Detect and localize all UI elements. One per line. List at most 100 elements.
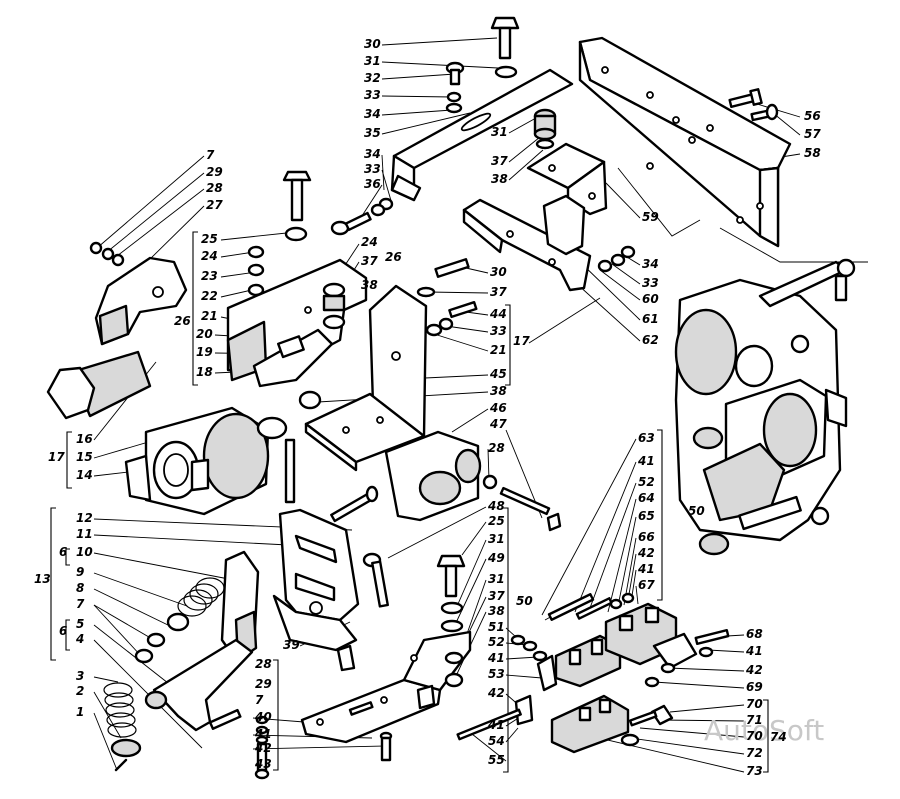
washer-33d — [438, 317, 454, 331]
bus-bar-35 — [390, 68, 574, 202]
nut-38 — [298, 390, 322, 410]
washer-65 — [609, 598, 623, 610]
callout-26: 26 — [174, 314, 191, 328]
callout-7: 7 — [206, 148, 215, 162]
callout-57: 57 — [804, 127, 821, 141]
washer-52 — [522, 640, 538, 652]
callout-56: 56 — [804, 109, 821, 123]
screw-56 — [728, 88, 763, 108]
nut-5 — [134, 648, 154, 664]
washer-23 — [247, 263, 265, 277]
contact-37 — [322, 282, 346, 330]
callout-10: 10 — [76, 545, 93, 559]
callout-47: 47 — [489, 417, 507, 431]
callout-37: 37 — [491, 154, 508, 168]
contact-bar-62 — [462, 198, 592, 292]
callout-49: 49 — [487, 551, 505, 565]
callout-21: 21 — [490, 343, 507, 357]
callout-8: 8 — [76, 581, 84, 595]
callout-48: 48 — [487, 499, 505, 513]
nut-60 — [597, 259, 613, 273]
callout-11: 11 — [76, 527, 93, 541]
spring-9 — [177, 577, 225, 617]
callout-51: 51 — [488, 620, 505, 634]
contact-block-67 — [604, 602, 698, 670]
screw-57 — [750, 103, 779, 122]
leader-lines — [50, 37, 868, 773]
callout-54: 54 — [488, 734, 505, 748]
screw-12 — [330, 485, 379, 523]
callout-59: 59 — [642, 210, 659, 224]
callout-25: 25 — [488, 514, 505, 528]
callout-13: 13 — [34, 572, 51, 586]
callout-31: 31 — [488, 532, 505, 546]
callout-28: 28 — [488, 441, 505, 455]
washer-66 — [621, 592, 635, 604]
callout-42: 42 — [254, 741, 272, 755]
insulator-61 — [542, 194, 586, 256]
callout-35: 35 — [364, 126, 381, 140]
callout-20: 20 — [196, 327, 213, 341]
pin-48 — [362, 552, 389, 608]
callout-16: 16 — [76, 432, 93, 446]
washer-34b — [620, 245, 636, 259]
cap-2 — [110, 738, 142, 758]
callout-70: 70 — [746, 729, 763, 743]
nut-24 — [247, 245, 265, 259]
callout-12: 12 — [76, 511, 93, 525]
callout-71: 71 — [746, 713, 763, 727]
callout-27: 27 — [206, 198, 223, 212]
callout-33: 33 — [490, 324, 507, 338]
contact-block-73 — [550, 694, 630, 754]
callout-50: 50 — [516, 594, 533, 608]
callout-7: 7 — [76, 597, 85, 611]
washer-42d — [660, 662, 676, 674]
callout-46: 46 — [489, 401, 507, 415]
bracket-11-12 — [272, 508, 360, 672]
callout-36: 36 — [364, 177, 381, 191]
callout-34: 34 — [364, 107, 381, 121]
washer-33b — [610, 253, 626, 267]
callout-43: 43 — [254, 757, 272, 771]
callout-61: 61 — [642, 312, 659, 326]
callout-3: 3 — [76, 669, 84, 683]
callout-29: 29 — [255, 677, 272, 691]
callout-41: 41 — [637, 454, 655, 468]
callout-69: 69 — [746, 680, 763, 694]
callout-15: 15 — [76, 450, 93, 464]
lock-washer-33 — [446, 91, 462, 103]
nut-69 — [644, 676, 660, 688]
callout-58: 58 — [804, 146, 821, 160]
coil-15 — [124, 406, 270, 516]
callout-41: 41 — [637, 562, 655, 576]
washer-31 — [494, 65, 518, 79]
callout-17: 17 — [513, 334, 530, 348]
callout-52: 52 — [638, 475, 655, 489]
callout-17: 17 — [48, 450, 65, 464]
callout-4: 4 — [75, 632, 84, 646]
washer-37b — [444, 651, 464, 665]
callout-41: 41 — [745, 644, 763, 658]
base-plate-39 — [300, 630, 472, 744]
screw-71 — [628, 710, 658, 727]
watermark-text: AutoSoft — [704, 714, 824, 747]
callout-38: 38 — [361, 278, 378, 292]
callout-31: 31 — [491, 125, 508, 139]
callout-74: 74 — [770, 730, 787, 744]
callout-41: 41 — [487, 651, 505, 665]
callout-28: 28 — [206, 181, 223, 195]
callout-19: 19 — [196, 345, 213, 359]
callout-1: 1 — [76, 705, 84, 719]
callout-30: 30 — [490, 265, 507, 279]
callout-37: 37 — [361, 254, 378, 268]
bracket-45 — [304, 284, 428, 472]
callout-21: 21 — [201, 309, 218, 323]
callout-52: 52 — [488, 635, 505, 649]
callout-68: 68 — [746, 627, 763, 641]
bolt-49 — [436, 554, 466, 598]
nut-7 — [146, 632, 166, 648]
callout-33: 33 — [642, 276, 659, 290]
callout-34: 34 — [642, 257, 659, 271]
washer-34 — [445, 102, 463, 114]
